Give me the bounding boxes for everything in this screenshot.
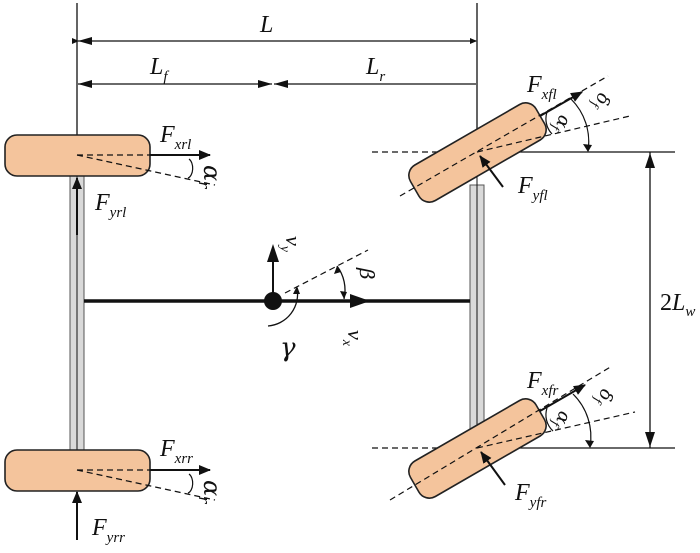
yaw-rate-arrowhead — [293, 286, 300, 294]
rear-length-arrow-left — [274, 80, 288, 88]
sideslip-arrow-top — [334, 266, 341, 274]
vy-label: vy — [277, 236, 306, 253]
track-width-arrow-bottom — [645, 432, 655, 447]
front-right-steer-arc — [572, 393, 592, 448]
front-left-wheel — [372, 75, 675, 203]
front-right-slip-arc — [545, 407, 554, 432]
front-left-fy-arrow — [479, 155, 504, 188]
rear-left-slip-label: αr — [195, 165, 226, 189]
front-left-steer-arrowhead — [583, 144, 592, 152]
rear-right-wheel — [4, 449, 216, 540]
rear-right-slip-arc — [187, 473, 194, 494]
front-left-steer-label: δf — [586, 90, 614, 115]
front-right-fx-label: Fxfr — [526, 368, 558, 399]
front-right-steer-arrowhead — [585, 440, 594, 448]
front-left-slip-arc — [545, 111, 553, 135]
wheelbase-arrow-left — [78, 37, 92, 45]
front-left-fy-label: Fyfl — [517, 173, 548, 204]
rear-right-velocity-line — [76, 469, 216, 501]
wheelbase-label: L — [259, 12, 273, 38]
rear-left-fx-label: Fxrl — [159, 122, 191, 153]
front-length-arrow-left — [78, 80, 92, 88]
track-width-arrow-top — [645, 153, 655, 168]
vy-arrowhead — [267, 244, 279, 262]
sideslip-label: β — [355, 267, 379, 280]
vx-arrow — [350, 294, 370, 308]
front-right-fx-arrow — [539, 384, 586, 412]
front-right-wheel-heading-line — [389, 365, 613, 501]
sideslip-arrow-bottom — [340, 291, 347, 299]
front-right-fy-arrow — [480, 451, 506, 486]
rear-length-label: Lr — [365, 54, 385, 85]
front-right-fy-label: Fyfr — [514, 480, 546, 511]
vx-label: vx — [339, 330, 368, 347]
front-right-velocity-line — [476, 411, 636, 449]
track-width-label: 2Lw — [660, 290, 695, 320]
rear-right-fy-label: Fyrr — [91, 515, 125, 546]
front-left-velocity-line — [476, 115, 631, 153]
rear-right-slip-label: αr — [195, 480, 226, 504]
front-right-wheel — [372, 365, 675, 501]
velocity-direction-line — [284, 249, 369, 294]
front-length-label: Lf — [149, 54, 169, 85]
front-length-arrow-right — [258, 80, 272, 88]
rear-right-fx-label: Fxrr — [159, 436, 193, 467]
rear-left-slip-arc — [187, 158, 194, 179]
rear-left-fy-label: Fyrl — [94, 190, 126, 221]
front-right-steer-label: δf — [589, 386, 617, 411]
front-left-fx-label: Fxfl — [526, 72, 557, 103]
center-of-gravity — [264, 292, 282, 310]
rear-left-velocity-line — [76, 154, 216, 186]
yaw-rate-label: γ — [280, 333, 296, 363]
rear-left-wheel — [4, 134, 216, 235]
